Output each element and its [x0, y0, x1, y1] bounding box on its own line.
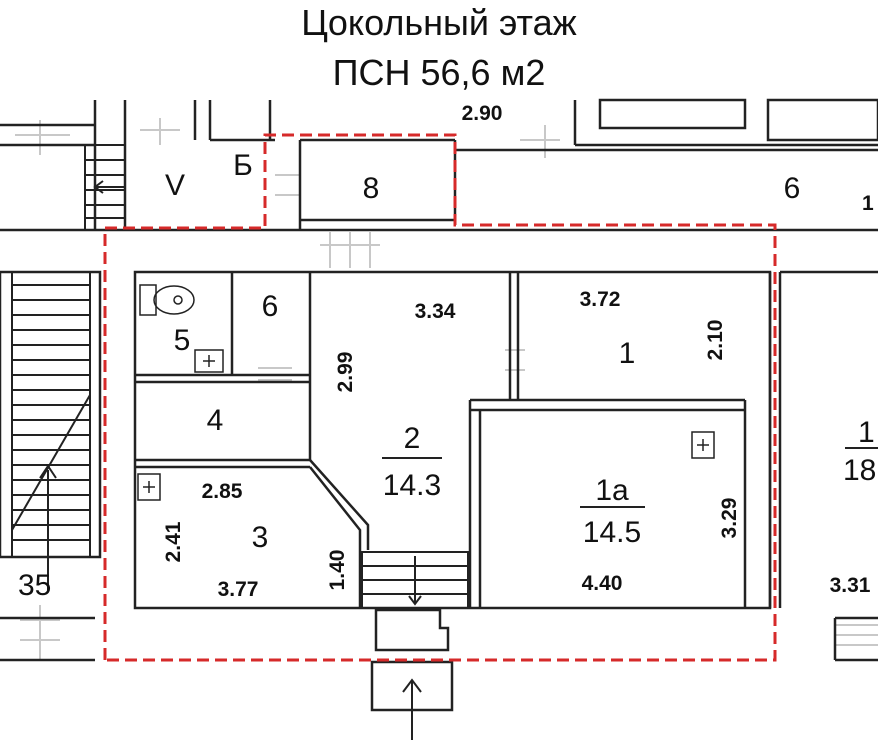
room-number-b: Б [233, 149, 253, 182]
room-number-1a: 1а [595, 474, 629, 507]
dimension-3-77: 3.77 [218, 578, 259, 601]
room-number-1: 1 [619, 337, 636, 370]
dimension-2-10: 2.10 [704, 320, 727, 361]
fixtures [137, 284, 715, 501]
dimension-2-99: 2.99 [334, 352, 357, 393]
entrance-arrow-icon [402, 678, 422, 740]
room-number-top-right-partial: 1 [862, 192, 874, 215]
room-number-35: 35 [18, 569, 51, 602]
room-number-right-partial: 1 [858, 416, 875, 449]
area-fraction-lines [382, 447, 878, 508]
page-title: Цокольный этаж [301, 2, 577, 43]
room-number-8: 8 [363, 172, 380, 205]
room-area-1a: 14.5 [583, 516, 641, 549]
room-number-6: 6 [262, 290, 279, 323]
room-number-3: 3 [252, 521, 269, 554]
room-area-2: 14.3 [383, 469, 441, 502]
dimension-4-40: 4.40 [582, 572, 623, 595]
room-number-6-top: 6 [784, 172, 801, 205]
dimension-2-41: 2.41 [162, 521, 185, 562]
outer-staircase [11, 272, 91, 590]
top-left-stair [84, 144, 126, 231]
room-number-4: 4 [207, 404, 224, 437]
window-marks [15, 118, 878, 660]
dimension-3-72: 3.72 [580, 288, 621, 311]
room-number-v: V [165, 169, 185, 202]
dimension-3-31: 3.31 [830, 574, 871, 597]
room-number-2: 2 [404, 422, 421, 455]
dimension-2-90: 2.90 [462, 102, 503, 125]
dimension-3-34: 3.34 [415, 300, 456, 323]
inner-staircase [361, 551, 469, 609]
dimension-2-85: 2.85 [202, 480, 243, 503]
premises-boundary [103, 133, 777, 662]
room-number-5: 5 [174, 324, 191, 357]
page-subtitle: ПСН 56,6 м2 [332, 52, 546, 93]
dimension-3-29: 3.29 [718, 498, 741, 539]
dimension-1-40: 1.40 [326, 550, 349, 591]
walls [0, 98, 878, 712]
room-area-right-partial: 18 [843, 454, 876, 487]
